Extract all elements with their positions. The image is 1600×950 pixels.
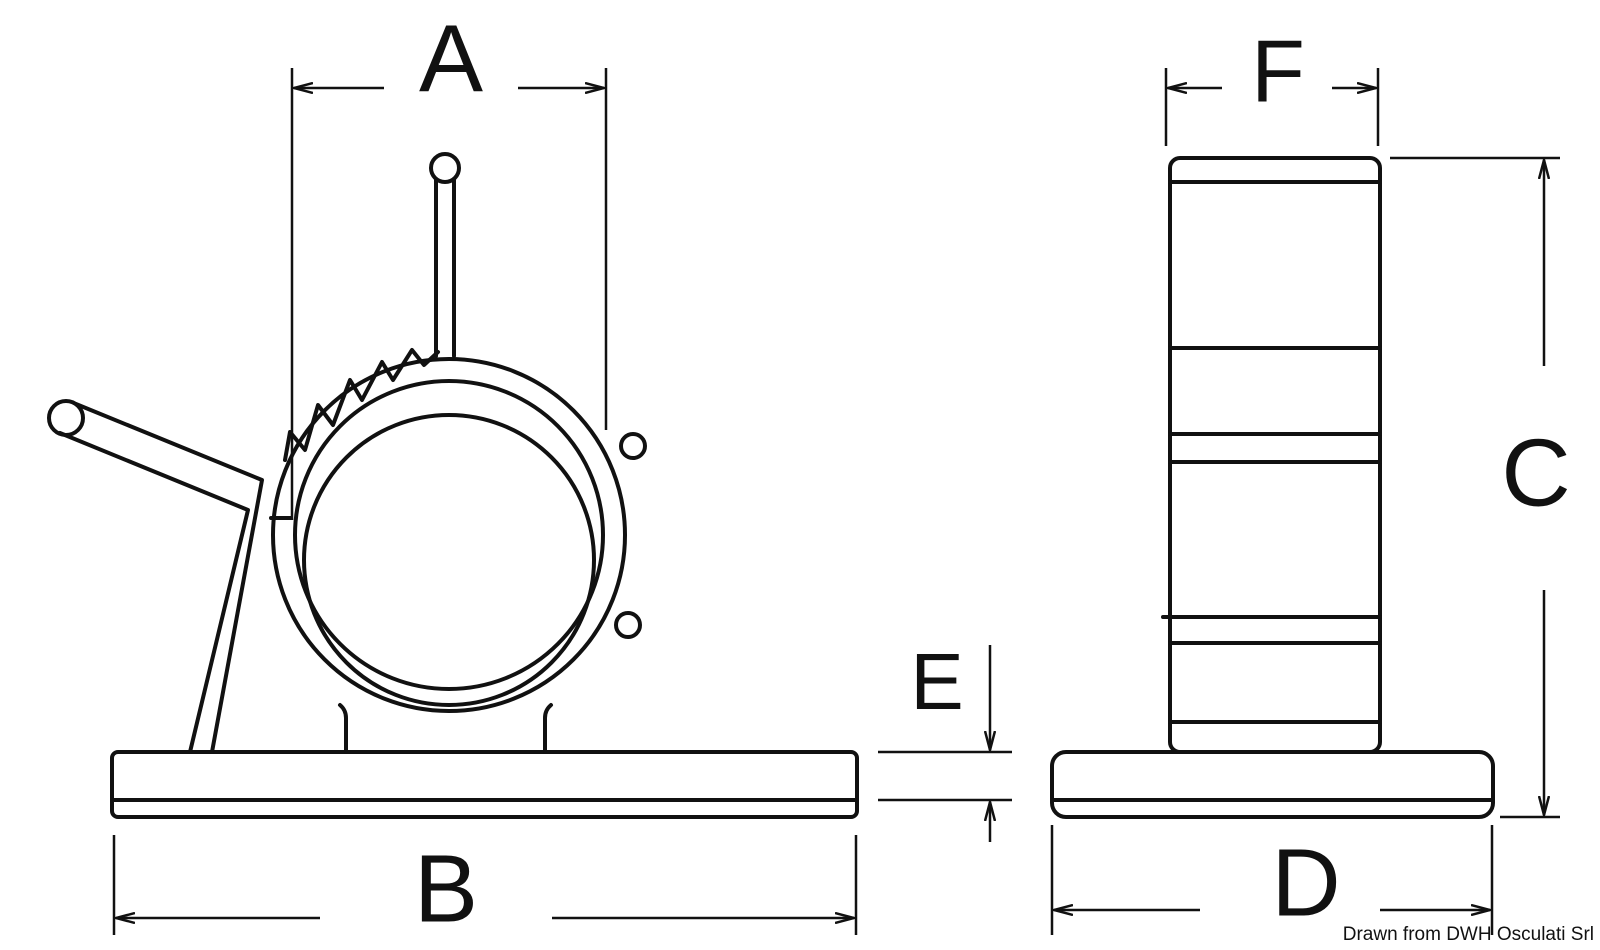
- dimension-E: E: [878, 637, 1012, 842]
- pipe-circle: [302, 413, 596, 707]
- label-C: C: [1501, 419, 1570, 526]
- label-D: D: [1271, 829, 1340, 936]
- clip-ring: [269, 357, 647, 713]
- side-base-plate: [1050, 750, 1495, 819]
- side-view: [1050, 156, 1495, 819]
- front-base-plate: [110, 750, 859, 819]
- dimension-B: B: [112, 835, 858, 942]
- label-E: E: [910, 637, 963, 726]
- release-tab: [429, 152, 461, 358]
- dimension-F: F: [1164, 21, 1380, 146]
- front-view: [47, 152, 859, 819]
- latch-arm: [47, 399, 264, 754]
- label-F: F: [1251, 21, 1305, 120]
- dimension-C: C: [1390, 156, 1571, 819]
- credit-text: Drawn from DWH Osculati Srl: [1342, 924, 1594, 945]
- ring-supports: [338, 703, 553, 754]
- label-B: B: [414, 835, 478, 942]
- dimension-A: A: [290, 5, 608, 520]
- label-A: A: [419, 5, 483, 112]
- ratchet-teeth: [283, 348, 440, 462]
- dimension-D: D: [1050, 825, 1494, 936]
